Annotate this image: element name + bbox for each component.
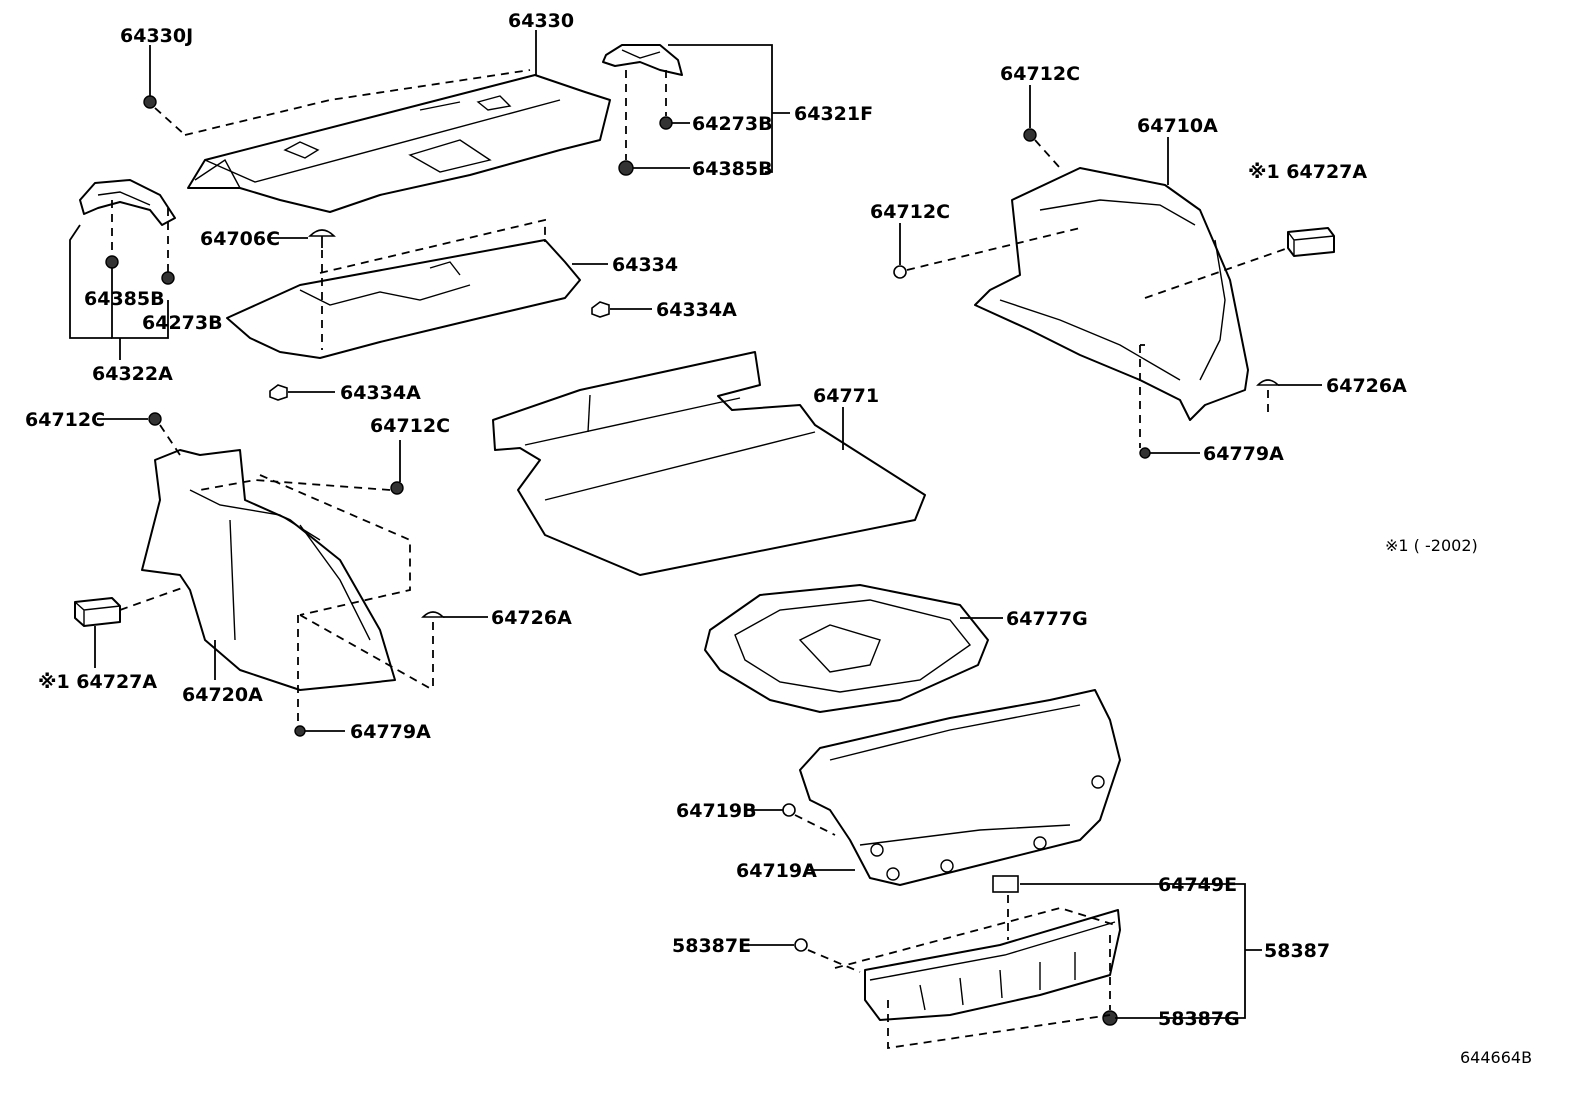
label-64712C-1: 64712C <box>1000 63 1080 85</box>
label-64779A-right: 64779A <box>1203 443 1284 465</box>
clip-64719B <box>782 803 796 817</box>
label-64779A-left: 64779A <box>350 721 431 743</box>
label-64321F: 64321F <box>794 103 873 125</box>
clip-64726A-left <box>421 611 445 618</box>
part-64719A-lid-trim <box>799 689 1121 886</box>
clip-64726A-right <box>1256 379 1280 386</box>
part-labels: 64330J 64330 64273B 64321F 64385B 64712C… <box>25 10 1532 1067</box>
footnote: ※1 ( -2002) <box>1385 536 1478 555</box>
clip-64273B-left <box>161 271 175 285</box>
label-64710A: 64710A <box>1137 115 1218 137</box>
clip-64385B-top <box>618 160 634 176</box>
clip-64385B-left <box>105 255 119 269</box>
label-64749E: 64749E <box>1158 874 1237 896</box>
label-58387: 58387 <box>1264 940 1330 962</box>
clip-64779A-left <box>294 725 306 737</box>
label-64273B-left: 64273B <box>142 312 223 334</box>
label-64719B: 64719B <box>676 800 757 822</box>
label-64777G: 64777G <box>1006 608 1088 630</box>
part-64771-trunk-mat <box>492 351 926 576</box>
label-64727A-left: ※1 64727A <box>38 671 157 693</box>
label-64771: 64771 <box>813 385 879 407</box>
leader-lines <box>69 30 1322 1050</box>
part-64777G-tray <box>704 584 989 713</box>
label-64720A: 64720A <box>182 684 263 706</box>
part-64321F-bracket <box>602 44 683 76</box>
label-64726A-left: 64726A <box>491 607 572 629</box>
part-64710A-right-side-trim <box>974 167 1249 421</box>
part-64330-package-tray <box>187 74 611 213</box>
clip-64330J <box>143 95 157 109</box>
label-64330J: 64330J <box>120 25 193 47</box>
label-64712C-3: 64712C <box>25 409 105 431</box>
clip-64712C-3 <box>148 412 162 426</box>
part-64334-mat <box>226 239 581 359</box>
part-64322A-bracket <box>79 179 176 226</box>
label-64706C: 64706C <box>200 228 280 250</box>
label-64385B-left: 64385B <box>84 288 165 310</box>
clip-64779A-right <box>1139 447 1151 459</box>
diagram-id: 644664B <box>1460 1048 1532 1067</box>
clip-64334A-left <box>269 384 288 401</box>
label-64385B-top: 64385B <box>692 158 773 180</box>
clip-64712C-2 <box>893 265 907 279</box>
label-64334A-right: 64334A <box>656 299 737 321</box>
label-64330: 64330 <box>508 10 574 32</box>
label-64712C-4: 64712C <box>370 415 450 437</box>
label-64726A-right: 64726A <box>1326 375 1407 397</box>
clip-64749E <box>992 875 1019 893</box>
label-64334A-left: 64334A <box>340 382 421 404</box>
label-64322A: 64322A <box>92 363 173 385</box>
clip-64712C-4 <box>390 481 404 495</box>
part-64727A-block-left <box>74 597 121 627</box>
clip-58387G <box>1102 1010 1118 1026</box>
label-64273B-top: 64273B <box>692 113 773 135</box>
label-58387E: 58387E <box>672 935 751 957</box>
part-64720A-left-side-trim <box>141 449 396 691</box>
clip-58387E <box>794 938 808 952</box>
clip-64712C-1 <box>1023 128 1037 142</box>
part-58387-sill-plate <box>864 909 1121 1021</box>
label-58387G: 58387G <box>1158 1008 1240 1030</box>
clip-64706C <box>308 229 336 248</box>
part-64727A-block-right <box>1287 227 1335 257</box>
clip-64334A-right <box>591 301 610 318</box>
label-64334: 64334 <box>612 254 678 276</box>
label-64719A: 64719A <box>736 860 817 882</box>
label-64727A-right: ※1 64727A <box>1248 161 1367 183</box>
label-64712C-2: 64712C <box>870 201 950 223</box>
clip-64273B-top <box>659 116 673 130</box>
